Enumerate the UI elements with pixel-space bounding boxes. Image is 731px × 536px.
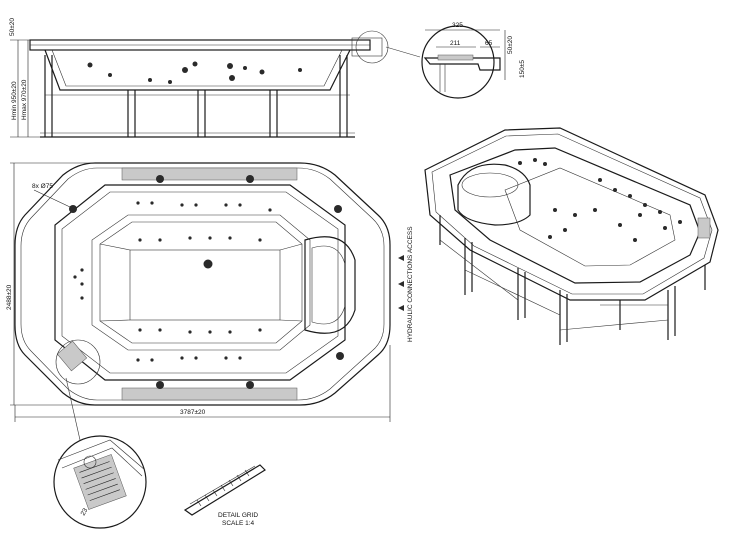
height-dimensions: 50±20 Hmin 950±20 Hmax 970±20 bbox=[9, 18, 40, 138]
isometric-view bbox=[424, 127, 719, 345]
iso-frame bbox=[439, 215, 706, 345]
arrow-icon bbox=[398, 281, 404, 287]
scale-label: SCALE 1:4 bbox=[222, 520, 255, 527]
grid-piece: DETAIL GRID SCALE 1:4 bbox=[183, 464, 266, 527]
frame-legs bbox=[40, 55, 355, 138]
hydraulic-access-label: HYDRAULIC CONNECTIONS ACCESS bbox=[407, 226, 414, 342]
side-jets bbox=[87, 61, 302, 84]
detail-150: 150±5 bbox=[519, 60, 526, 78]
detail-65: 65 bbox=[485, 40, 493, 47]
arrow-icon bbox=[398, 305, 404, 311]
overall-length-label: 3787±20 bbox=[180, 409, 206, 416]
plan-jets bbox=[73, 201, 272, 362]
arrow-icon bbox=[398, 255, 404, 261]
rim-detail: 325 211 65 50±20 150±5 bbox=[385, 22, 526, 99]
hydraulic-access: HYDRAULIC CONNECTIONS ACCESS bbox=[398, 226, 414, 342]
holes-label: 8x Ø75 bbox=[32, 183, 53, 190]
grid-detail: 23 bbox=[53, 377, 147, 529]
height-max-label: Hmax 970±20 bbox=[21, 79, 28, 120]
height-min-label: Hmin 950±20 bbox=[11, 81, 18, 120]
top-height-label: 50±20 bbox=[9, 18, 16, 36]
plan-dimensions: 2488±20 3787±20 8x Ø75 bbox=[6, 162, 391, 422]
overall-width-label: 2488±20 bbox=[6, 284, 13, 310]
grid-23-label: 23 bbox=[80, 507, 90, 517]
detail-grid-label: DETAIL GRID bbox=[218, 512, 258, 519]
detail-211: 211 bbox=[450, 40, 461, 47]
side-elevation bbox=[29, 30, 389, 138]
detail-325: 325 bbox=[452, 22, 463, 29]
iso-jets bbox=[518, 158, 682, 242]
rim-holes bbox=[69, 175, 344, 389]
plan-view bbox=[14, 162, 391, 406]
detail-50: 50±20 bbox=[507, 36, 514, 54]
